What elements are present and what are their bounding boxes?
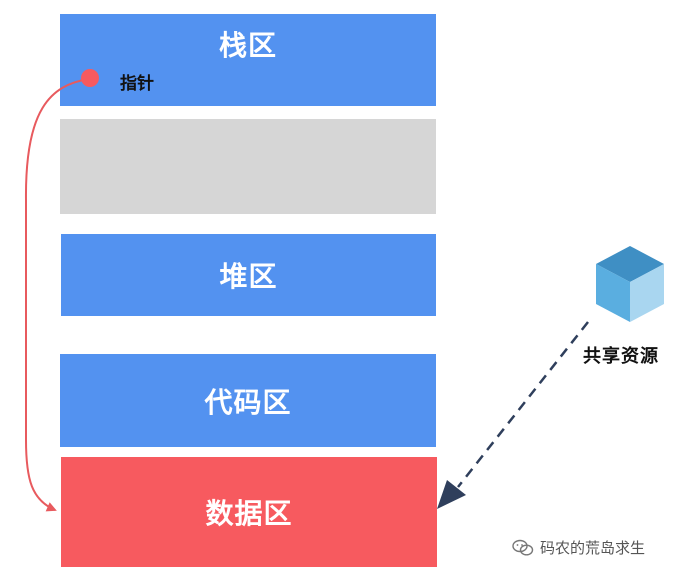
heap-region-label: 堆区 [219, 260, 278, 293]
data-region-label: 数据区 [205, 497, 293, 530]
shared-resource-arrow-line [457, 321, 589, 488]
shared-resource-arrow-head [437, 480, 466, 509]
shared-resource-label: 共享资源 [583, 346, 659, 367]
heap-region: 堆区 [61, 234, 436, 316]
code-region-label: 代码区 [204, 385, 292, 419]
watermark-text: 码农的荒岛求生 [540, 539, 646, 557]
stack-region: 栈区 [60, 14, 436, 106]
watermark: 码农的荒岛求生 [512, 537, 645, 558]
code-region: 代码区 [60, 354, 436, 447]
unused-region [60, 119, 436, 214]
data-region: 数据区 [61, 457, 437, 567]
stack-region-label: 栈区 [218, 29, 277, 62]
pointer-label: 指针 [120, 74, 154, 94]
wechat-icon [512, 539, 534, 556]
cube-icon [596, 246, 664, 322]
